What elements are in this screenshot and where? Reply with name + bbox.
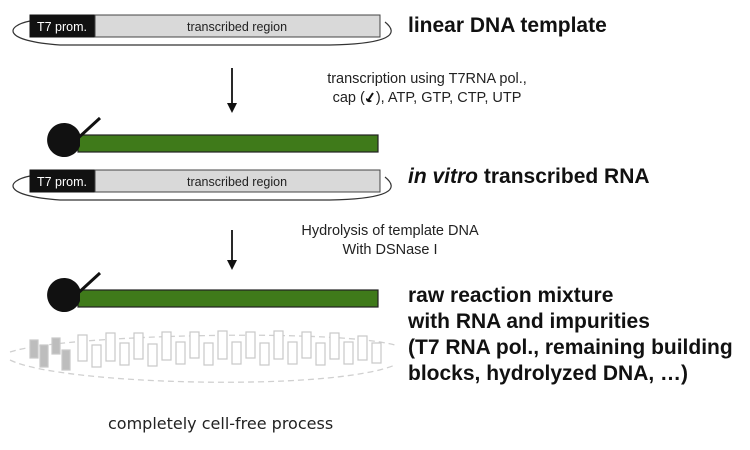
dna-strand-loop <box>12 20 392 46</box>
impurity-fragment <box>175 341 186 365</box>
dna-template-1: T7 prom. transcribed region <box>12 14 392 46</box>
impurity-fragment <box>105 332 116 362</box>
impurity-fragment <box>301 331 312 359</box>
impurity-fragment <box>119 342 130 366</box>
step1-line2: cap ( ), ATP, GTP, CTP, UTP <box>262 89 592 108</box>
step2-line2: With DSNase I <box>342 242 438 258</box>
stage3-line4: blocks, hydrolyzed DNA, …) <box>408 362 689 385</box>
step1-label: transcription using T7RNA pol., cap ( ), … <box>262 70 592 108</box>
impurity-fragment <box>343 341 354 365</box>
impurity-fragment <box>61 349 71 371</box>
step1-line2-suffix: ), ATP, GTP, CTP, UTP <box>375 90 522 106</box>
promoter-label: T7 prom. <box>37 20 87 34</box>
promoter-label: T7 prom. <box>37 175 87 189</box>
stage2-title-rest: transcribed RNA <box>478 165 650 188</box>
step1-line2-prefix: cap ( <box>332 90 365 106</box>
impurity-fragment <box>51 337 61 355</box>
impurity-fragment <box>147 343 158 367</box>
stage2-title-italic: in vitro <box>408 165 479 188</box>
stage3-line3: (T7 RNA pol., remaining building <box>408 336 733 359</box>
rna-strand-2 <box>47 271 379 312</box>
impurity-fragment <box>217 330 228 360</box>
impurity-fragment <box>371 342 382 364</box>
arrow-down-icon <box>227 230 237 270</box>
region-label: transcribed region <box>187 175 287 189</box>
stage3-title: raw reaction mixture with RNA and impuri… <box>408 283 733 387</box>
impurity-fragment <box>77 334 88 362</box>
transcribed-region-box <box>94 14 381 38</box>
dna-template-title: linear DNA template <box>408 14 607 37</box>
impurity-fragment <box>287 341 298 365</box>
step2-label: Hydrolysis of template DNA With DSNase I <box>270 222 510 260</box>
impurity-fragment <box>161 331 172 361</box>
stage3-line2: with RNA and impurities <box>408 310 650 333</box>
impurity-fragment <box>231 341 242 365</box>
impurity-fragment <box>189 331 200 359</box>
rna-strand-1 <box>47 116 379 157</box>
impurity-fragment <box>91 344 102 368</box>
impurities-strand <box>9 330 396 383</box>
cap-tail <box>74 271 102 297</box>
transcribed-region-box <box>94 169 381 193</box>
impurity-fragment <box>273 330 284 360</box>
impurity-fragment <box>133 332 144 360</box>
impurity-fragment <box>29 339 39 359</box>
step2-line1: Hydrolysis of template DNA <box>301 223 479 239</box>
impurity-fragment <box>259 342 270 366</box>
impurity-fragment <box>315 342 326 366</box>
impurity-fragment <box>203 342 214 366</box>
cap-icon <box>47 278 80 312</box>
impurity-fragment <box>357 335 368 361</box>
arrow-down-icon <box>227 68 237 113</box>
impurity-fragment <box>39 344 49 368</box>
region-label: transcribed region <box>187 20 287 34</box>
dna-template-2: T7 prom. transcribed region <box>12 169 392 201</box>
step1-line1: transcription using T7RNA pol., <box>327 71 527 87</box>
cap-symbol-icon <box>365 92 374 103</box>
footer-caption: completely cell-free process <box>108 414 334 433</box>
stage3-line1: raw reaction mixture <box>408 284 614 307</box>
cap-icon <box>47 122 80 157</box>
dna-strand-loop <box>12 175 392 201</box>
rna-bar <box>77 289 379 308</box>
impurity-fragment <box>329 332 340 360</box>
cap-tail <box>74 116 102 142</box>
rna-bar <box>77 134 379 153</box>
stage2-title: in vitro transcribed RNA <box>408 165 650 189</box>
impurity-fragment <box>245 331 256 359</box>
